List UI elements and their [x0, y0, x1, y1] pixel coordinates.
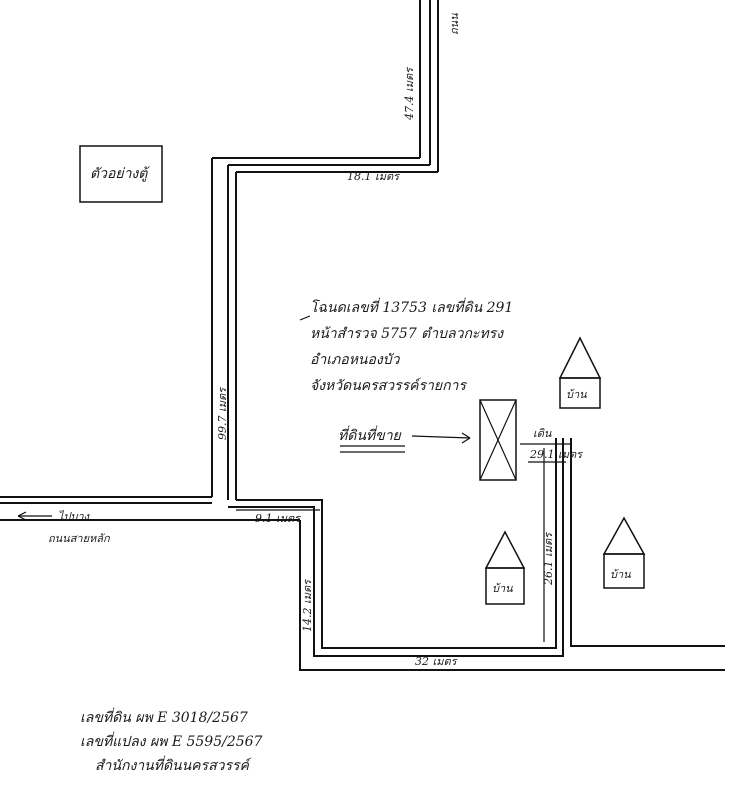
top-right-road-label: ถนน: [448, 13, 461, 35]
target-underline: [340, 445, 405, 453]
dim-bottom: 32 เมตร: [415, 655, 459, 668]
house-1: บ้าน: [558, 336, 602, 409]
house-2-label: บ้าน: [492, 582, 513, 595]
left-arrow: [17, 511, 52, 521]
house-3: บ้าน: [602, 516, 646, 589]
bottom-note-line-3: สำนักงานที่ดินนครสวรรค์: [95, 755, 252, 774]
left-arrow-label: ไปบาง: [58, 510, 91, 523]
bottom-note: เลขที่ดิน ผพ E 3018/2567 เลขที่แปลง ผพ E…: [80, 707, 263, 774]
main-note: โฉนดเลขที่ 13753 เลขที่ดิน 291 หน้าสำรวจ…: [299, 297, 513, 394]
dimension-lines: [236, 443, 570, 657]
target-parcel: [479, 399, 517, 481]
bottom-note-line-1: เลขที่ดิน ผพ E 3018/2567: [80, 707, 248, 726]
dim-right-vertical: 26.1 เมตร: [542, 531, 555, 586]
dim-left-vertical: 99.7 เมตร: [216, 386, 229, 440]
left-road-label: ถนนสายหลัก: [48, 532, 111, 545]
house-3-label: บ้าน: [610, 568, 631, 581]
walk-label: เดิน: [533, 427, 552, 440]
main-note-line-1: โฉนดเลขที่ 13753 เลขที่ดิน 291: [310, 297, 513, 316]
target-arrow: [411, 432, 471, 444]
dim-small-vertical: 14.2 เมตร: [301, 578, 314, 632]
main-note-line-2: หน้าสำรวจ 5757 ตำบลวกะทรง: [310, 326, 504, 342]
bottom-note-line-2: เลขที่แปลง ผพ E 5595/2567: [80, 731, 263, 750]
sample-box: [79, 145, 163, 203]
dim-right-small: 29.1 เมตร: [529, 448, 584, 461]
target-label: ที่ดินที่ขาย: [338, 425, 402, 444]
dim-top-vertical: 47.4 เมตร: [403, 66, 416, 121]
house-1-label: บ้าน: [566, 388, 587, 401]
house-2: บ้าน: [484, 530, 526, 605]
road-boundary-lines: [0, 0, 725, 671]
main-note-line-4: จังหวัดนครสวรรค์รายการ: [310, 377, 467, 394]
dim-bottom-left-small: 9.1 เมตร: [255, 512, 302, 525]
main-note-line-3: อำเภอหนองบัว: [310, 352, 401, 368]
box-label: ตัวอย่างตู้: [90, 166, 150, 182]
dim-horizontal-1: 18.1 เมตร: [347, 170, 401, 183]
